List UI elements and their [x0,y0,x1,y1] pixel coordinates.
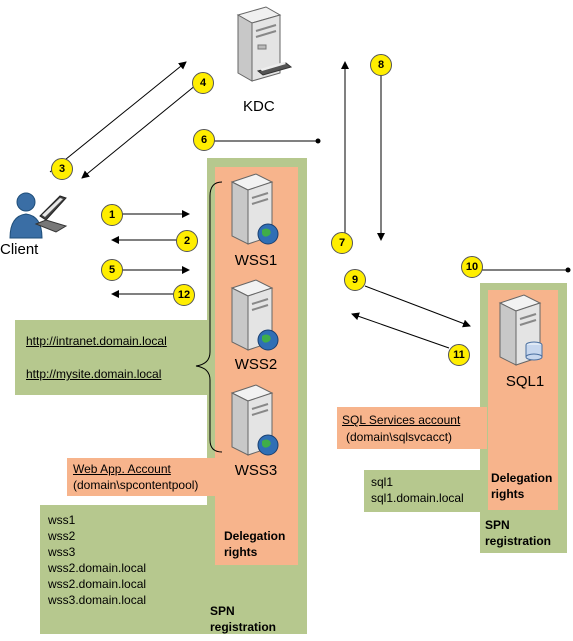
arrow-step-11 [351,312,450,349]
web-app-account-value: (domain\spcontentpool) [73,478,199,492]
wss-spn-item: wss1 [48,513,76,527]
url-mysite: http://mysite.domain.local [26,367,162,381]
step-badge-8: 8 [370,54,392,76]
step-badge-12: 12 [173,284,195,306]
wss-spn-item: wss2.domain.local [48,561,147,575]
sql-account-title: SQL Services account [342,413,461,427]
step-badge-3: 3 [51,158,73,180]
sql-account-panel [337,407,487,449]
arrow-step-4 [81,84,197,179]
step-badge-11: 11 [448,344,470,366]
sql-spn-label: SPN registration [485,518,552,548]
step-badge-5: 5 [101,259,123,281]
step-badge-2: 2 [176,230,198,252]
step-badge-10: 10 [461,256,483,278]
sql-spn-list-panel [364,470,488,512]
step-badge-1: 1 [101,204,123,226]
sql1-label: SQL1 [505,373,545,390]
server-group-brace [195,181,223,453]
url-intranet: http://intranet.domain.local [26,334,167,348]
wss-spn-item: wss3 [48,545,76,559]
wss-spn-item: wss2.domain.local [48,577,147,591]
sql-delegation-label: Delegation rights [491,471,553,501]
wss-spn-list-panel [40,505,215,634]
client-icon [4,190,68,240]
wss3-server-icon [226,383,282,459]
wss-spn-label: SPN registration [210,604,277,634]
sql1-server-icon [494,293,550,369]
step-badge-9: 9 [344,269,366,291]
step-badge-6: 6 [193,129,215,151]
step-badge-7: 7 [331,232,353,254]
arrow-step-9 [364,285,471,328]
wss2-label: WSS2 [234,356,278,373]
wss-spn-list: wss1 wss2 wss3 wss2.domain.local wss2.do… [48,512,146,608]
sql-spn-item: sql1 [371,475,394,489]
url-panel [15,320,212,395]
wss3-label: WSS3 [234,462,278,479]
wss-delegation-label: Delegation rights [224,529,286,559]
kdc-label: KDC [243,98,275,115]
wss1-server-icon [226,172,282,248]
web-app-account-panel [67,458,217,496]
wss-spn-item: wss3.domain.local [48,593,147,607]
kdc-server-icon [228,5,293,85]
wss1-label: WSS1 [234,252,278,269]
wss-spn-item: wss2 [48,529,76,543]
sql-account-value: (domain\sqlsvcacct) [346,430,453,444]
arrow-step-3 [49,61,187,173]
step-badge-4: 4 [192,72,214,94]
client-label: Client [0,241,39,258]
sql-spn-item: sql1.domain.local [371,491,464,505]
sql-spn-list: sql1 sql1.domain.local [371,474,464,506]
wss2-server-icon [226,278,282,354]
web-app-account-title: Web App. Account [73,462,171,476]
